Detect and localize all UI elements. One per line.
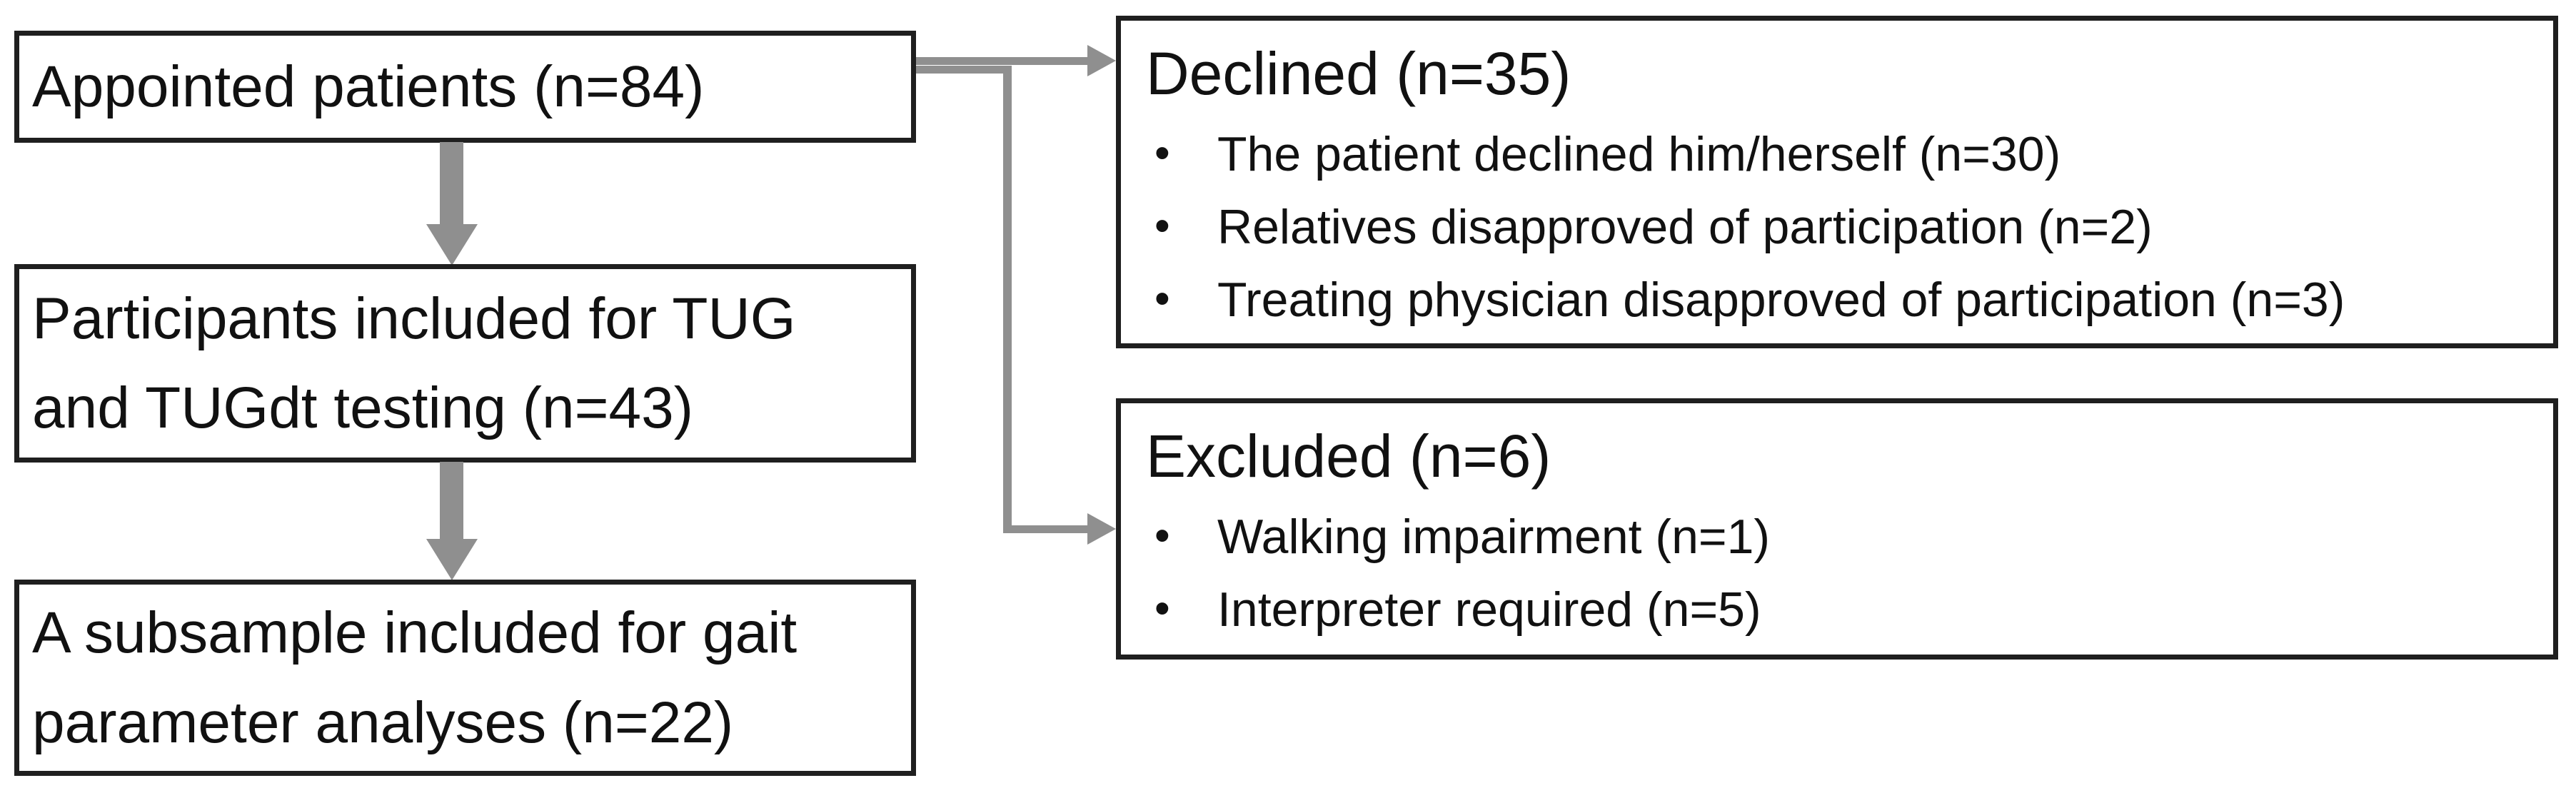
bullet-icon: • (1154, 510, 1170, 560)
box-text-line: Appointed patients (n=84) (32, 54, 705, 119)
declined-bullet-list: • The patient declined him/herself (n=30… (1146, 118, 2540, 336)
list-item: • Interpreter required (n=5) (1146, 573, 2540, 646)
down-arrow-1-shaft (440, 142, 463, 224)
bullet-text: Treating physician disapproved of partic… (1217, 272, 2345, 327)
bullet-icon: • (1154, 583, 1170, 633)
flow-box-gait-subsample: A subsample included for gait parameter … (14, 580, 916, 776)
box-text-line: and TUGdt testing (n=43) (32, 375, 694, 440)
connector-branch-vertical (1003, 66, 1012, 533)
flow-box-excluded: Excluded (n=6) • Walking impairment (n=1… (1116, 398, 2558, 660)
box-text-line: A subsample included for gait (32, 600, 798, 666)
connector-declined-arrowhead-icon (1087, 45, 1116, 76)
bullet-text: Walking impairment (n=1) (1217, 509, 1771, 564)
flow-box-appointed-patients: Appointed patients (n=84) (14, 31, 916, 143)
bullet-icon: • (1154, 128, 1170, 178)
down-arrow-2-head-icon (426, 539, 478, 580)
box-text-line: Participants included for TUG (32, 286, 796, 351)
bullet-text: Relatives disapproved of participation (… (1217, 199, 2153, 254)
list-item: • Relatives disapproved of participation… (1146, 191, 2540, 263)
connector-excluded-line (1003, 525, 1087, 533)
bullet-text: Interpreter required (n=5) (1217, 582, 1761, 637)
excluded-title: Excluded (n=6) (1146, 423, 1551, 490)
flow-box-tug-testing: Participants included for TUG and TUGdt … (14, 264, 916, 463)
bullet-icon: • (1154, 201, 1170, 251)
excluded-bullet-list: • Walking impairment (n=1) • Interpreter… (1146, 500, 2540, 646)
list-item: • Walking impairment (n=1) (1146, 500, 2540, 573)
declined-title: Declined (n=35) (1146, 40, 1571, 107)
down-arrow-2-shaft (440, 462, 463, 539)
down-arrow-1-head-icon (426, 224, 478, 266)
connector-excluded-arrowhead-icon (1087, 513, 1116, 545)
connector-declined-line (916, 57, 1087, 65)
bullet-text: The patient declined him/herself (n=30) (1217, 126, 2061, 181)
bullet-icon: • (1154, 273, 1170, 323)
box-text-line: parameter analyses (n=22) (32, 690, 734, 755)
flow-box-declined: Declined (n=35) • The patient declined h… (1116, 16, 2558, 348)
list-item: • The patient declined him/herself (n=30… (1146, 118, 2540, 191)
connector-branch-horizontal (916, 66, 1007, 74)
list-item: • Treating physician disapproved of part… (1146, 263, 2540, 336)
